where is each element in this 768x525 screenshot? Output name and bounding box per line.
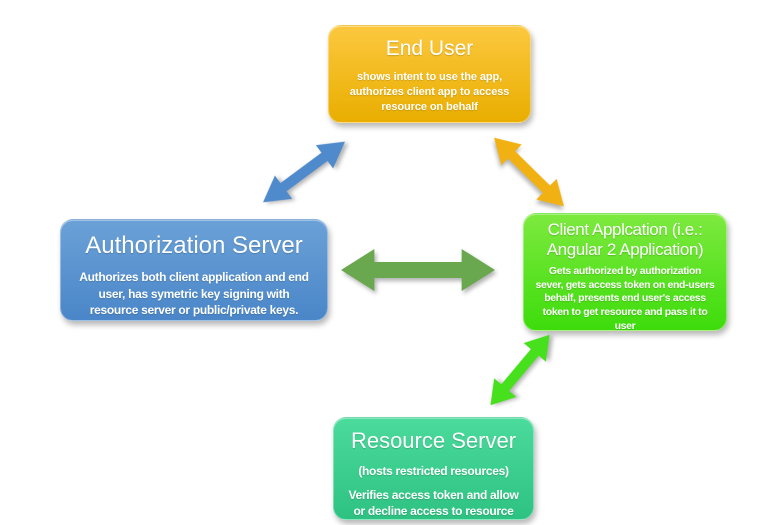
end-user-description: shows intent to use the app, authorizes … [349,71,510,114]
double-arrow-shape [494,137,564,207]
resource-server-description-hosts: (hosts restricted resources) [358,464,509,479]
authorization-server-description: Authorizes both client application and e… [79,269,309,318]
end-user-box: End User shows intent to use the app, au… [328,25,531,123]
arrow-clientapp-resourceserver-icon [490,334,550,406]
resource-server-box: Resource Server (hosts restricted resour… [333,417,534,520]
authorization-server-title: Authorization Server [85,232,303,259]
arrow-authserver-clientapp-icon [341,249,495,291]
double-arrow-shape [263,141,345,203]
double-arrow-shape [490,334,550,406]
arrow-authserver-enduser-icon [263,141,345,203]
arrow-enduser-clientapp-icon [494,137,564,207]
client-application-title: Client Applcation (i.e.: Angular 2 Appli… [546,220,704,259]
authorization-server-box: Authorization Server Authorizes both cli… [60,219,328,321]
double-arrow-shape [341,249,495,291]
resource-server-title: Resource Server [350,428,517,453]
resource-server-description-verifies: Verifies access token and allow or decli… [348,487,519,518]
client-application-box: Client Applcation (i.e.: Angular 2 Appli… [523,213,727,331]
client-application-description: Gets authorized by authorization sever, … [535,265,715,331]
end-user-title: End User [385,37,474,60]
